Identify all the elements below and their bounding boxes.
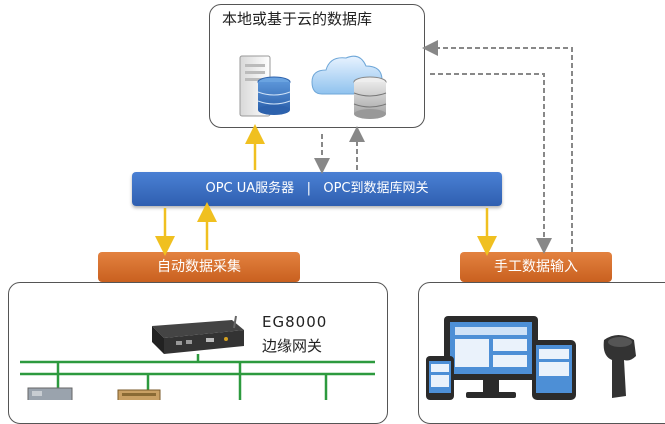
database-box-title: 本地或基于云的数据库 bbox=[222, 10, 373, 28]
edge-gateway-device-icon bbox=[152, 315, 244, 354]
io-module-icon bbox=[117, 389, 161, 400]
gateway-bar: OPC UA服务器 | OPC到数据库网关 bbox=[132, 172, 502, 206]
server-database-icon bbox=[239, 55, 291, 117]
arrow-dashed-manual-to-database bbox=[422, 40, 573, 252]
auto-collect-bar: 自动数据采集 bbox=[98, 252, 300, 282]
tablet-icon bbox=[532, 340, 576, 400]
manual-input-bar: 手工数据输入 bbox=[460, 252, 612, 282]
cloud-database-icon bbox=[311, 55, 387, 119]
network-lines bbox=[20, 354, 375, 400]
auto-collect-label: 自动数据采集 bbox=[157, 259, 241, 275]
plc-device-icon bbox=[27, 387, 73, 400]
edge-device-name: 边缘网关 bbox=[262, 337, 323, 355]
phone-icon bbox=[426, 356, 454, 400]
monitor-icon bbox=[444, 316, 538, 398]
arrow-dashed-database-to-manual bbox=[430, 73, 552, 254]
manual-input-label: 手工数据输入 bbox=[494, 259, 578, 275]
gateway-bar-label: OPC UA服务器 | OPC到数据库网关 bbox=[205, 181, 429, 196]
edge-device-model: EG8000 bbox=[262, 313, 328, 331]
diagram-graphics bbox=[20, 40, 636, 400]
barcode-scanner-icon bbox=[603, 335, 636, 398]
